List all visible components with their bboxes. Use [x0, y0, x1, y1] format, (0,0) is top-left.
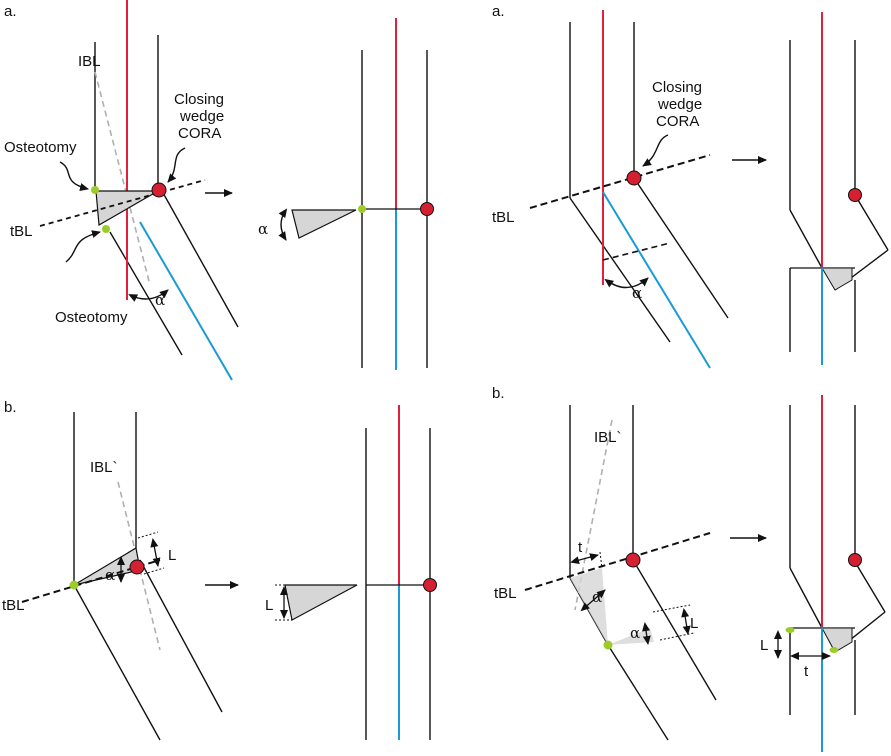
result-wedge — [821, 627, 853, 653]
alpha-label: α — [155, 291, 165, 309]
bone-distal-left — [607, 644, 669, 741]
tbl-line — [524, 532, 711, 591]
tbl-label: tBL — [10, 223, 33, 240]
result-cora-point — [420, 202, 434, 216]
result-hinge-point-upper — [785, 627, 795, 633]
tbl-label: tBL — [494, 585, 517, 602]
result-cora-point — [848, 553, 862, 567]
cora-label-line2: wedge — [657, 96, 702, 113]
alpha-upper-label: α — [592, 588, 602, 606]
panel-letter: a. — [4, 3, 17, 20]
osteotomy-pointer-lower — [65, 230, 101, 263]
bone-distal-left — [73, 584, 161, 741]
alpha-label: α — [632, 284, 642, 302]
cora-pointer — [167, 147, 186, 183]
result-bone-left-shift — [789, 567, 823, 629]
parallel-line — [602, 242, 671, 261]
alpha-lower-arrow — [642, 622, 651, 645]
bone-distal-left — [569, 197, 671, 343]
tbl-label: tBL — [492, 209, 515, 226]
l-wedge-label: L — [265, 597, 273, 614]
t-arrow — [570, 553, 599, 565]
alpha-lower-label: α — [630, 624, 640, 642]
result-bone-right-shift — [854, 561, 886, 613]
result-bone-right-shift — [854, 194, 889, 251]
anatomical-axis — [602, 191, 711, 369]
bone-distal-left — [109, 231, 183, 356]
result-hinge-point-lower — [829, 647, 839, 653]
ibl-label: IBL` — [594, 429, 622, 446]
osteotomy-label-upper: Osteotomy — [4, 139, 77, 156]
l-dimension-arrow — [150, 538, 161, 567]
l-result-label: L — [760, 637, 768, 654]
tbl-line — [529, 154, 711, 209]
ibl-label: IBL` — [90, 459, 118, 476]
tbl-label: tBL — [2, 597, 25, 614]
closing-wedge — [95, 190, 161, 226]
t-label: t — [578, 539, 583, 556]
cora-pointer — [642, 134, 669, 167]
alpha-arc — [604, 277, 649, 289]
result-cora-point — [423, 578, 437, 592]
dimension-guide-upper — [137, 531, 159, 539]
osteotomy-pointer-upper — [59, 161, 89, 191]
cora-point — [625, 552, 641, 568]
result-hinge-point — [358, 205, 366, 213]
cora-point — [129, 559, 145, 575]
cora-label-line2: wedge — [179, 108, 224, 125]
tbl-line — [21, 559, 161, 603]
panel-bottom-left: b. IBL` tBL α L L — [2, 399, 437, 741]
panel-top-right: a. tBL Closing wedge CORA α — [492, 3, 889, 369]
cora-point — [151, 182, 167, 198]
l-arrow — [681, 608, 691, 635]
bone-distal-right — [632, 559, 717, 701]
alpha-wedge-label: α — [258, 220, 268, 238]
hinge-point — [69, 580, 79, 590]
hinge-point — [91, 186, 99, 194]
bone-distal-right — [161, 190, 239, 328]
l-label: L — [168, 547, 176, 564]
t-result-label: t — [804, 663, 809, 680]
ibl-label: IBL — [78, 53, 101, 70]
cora-label-line3: CORA — [656, 113, 699, 130]
l-label: L — [690, 615, 698, 632]
closing-wedge-upper — [570, 568, 608, 645]
panel-letter: b. — [4, 399, 17, 416]
removed-wedge — [284, 584, 358, 621]
hinge-point-lower — [102, 225, 110, 233]
tbl-line — [39, 179, 206, 227]
bone-distal-right — [633, 177, 729, 319]
cora-point — [626, 170, 642, 186]
result-bone-left-shift — [789, 209, 823, 269]
result-cora-point — [848, 188, 862, 202]
alpha-wedge-arc — [278, 208, 288, 241]
osteotomy-label-lower: Osteotomy — [55, 309, 128, 326]
cora-label-line1: Closing — [652, 79, 702, 96]
panel-letter: b. — [492, 385, 505, 402]
t-guide-right — [599, 551, 603, 569]
anatomical-axis — [139, 221, 233, 381]
alpha-label: α — [105, 566, 115, 584]
result-wedge — [821, 267, 853, 291]
ibl-line — [94, 71, 151, 286]
ibl-line — [117, 481, 161, 651]
alpha-upper-arrow — [580, 589, 606, 612]
hinge-point — [603, 640, 613, 650]
removed-wedge — [291, 209, 357, 239]
cora-label-line1: Closing — [174, 91, 224, 108]
panel-bottom-right: b. IBL` tBL t α α L — [492, 385, 886, 752]
alpha-arc — [128, 289, 169, 302]
bone-distal-right — [139, 559, 223, 713]
cora-label-line3: CORA — [178, 125, 221, 142]
dimension-guide-lower — [143, 567, 165, 575]
panel-letter: a. — [492, 3, 505, 20]
panel-top-left: a. IBL tBL Closing wedge CORA Osteotomy … — [4, 0, 434, 381]
